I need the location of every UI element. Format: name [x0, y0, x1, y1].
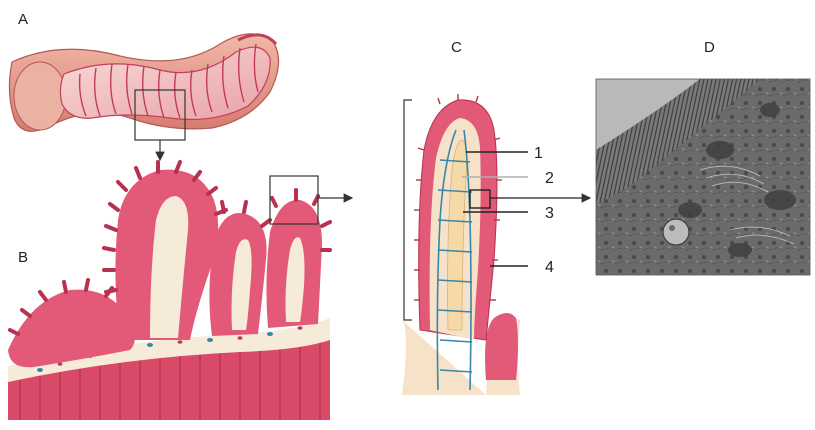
intestine-segment-illustration	[9, 34, 278, 131]
panel-d: D	[596, 39, 810, 275]
callout-label-3: 3	[545, 205, 554, 222]
panel-a: A	[9, 11, 278, 160]
callout-label-1: 1	[534, 145, 543, 162]
panel-b: B	[8, 162, 352, 420]
mucosal-fold-illustration	[8, 162, 330, 420]
callout-label-4: 4	[545, 259, 554, 276]
panel-a-letter: A	[18, 11, 28, 28]
callout-label-2: 2	[545, 170, 554, 187]
panel-d-letter: D	[704, 39, 715, 56]
villus-height-bracket	[404, 100, 412, 320]
panel-b-letter: B	[18, 249, 28, 266]
villus-illustration	[402, 94, 520, 395]
panel-c-letter: C	[451, 39, 462, 56]
panel-c: C	[402, 39, 590, 395]
electron-micrograph	[596, 79, 810, 275]
